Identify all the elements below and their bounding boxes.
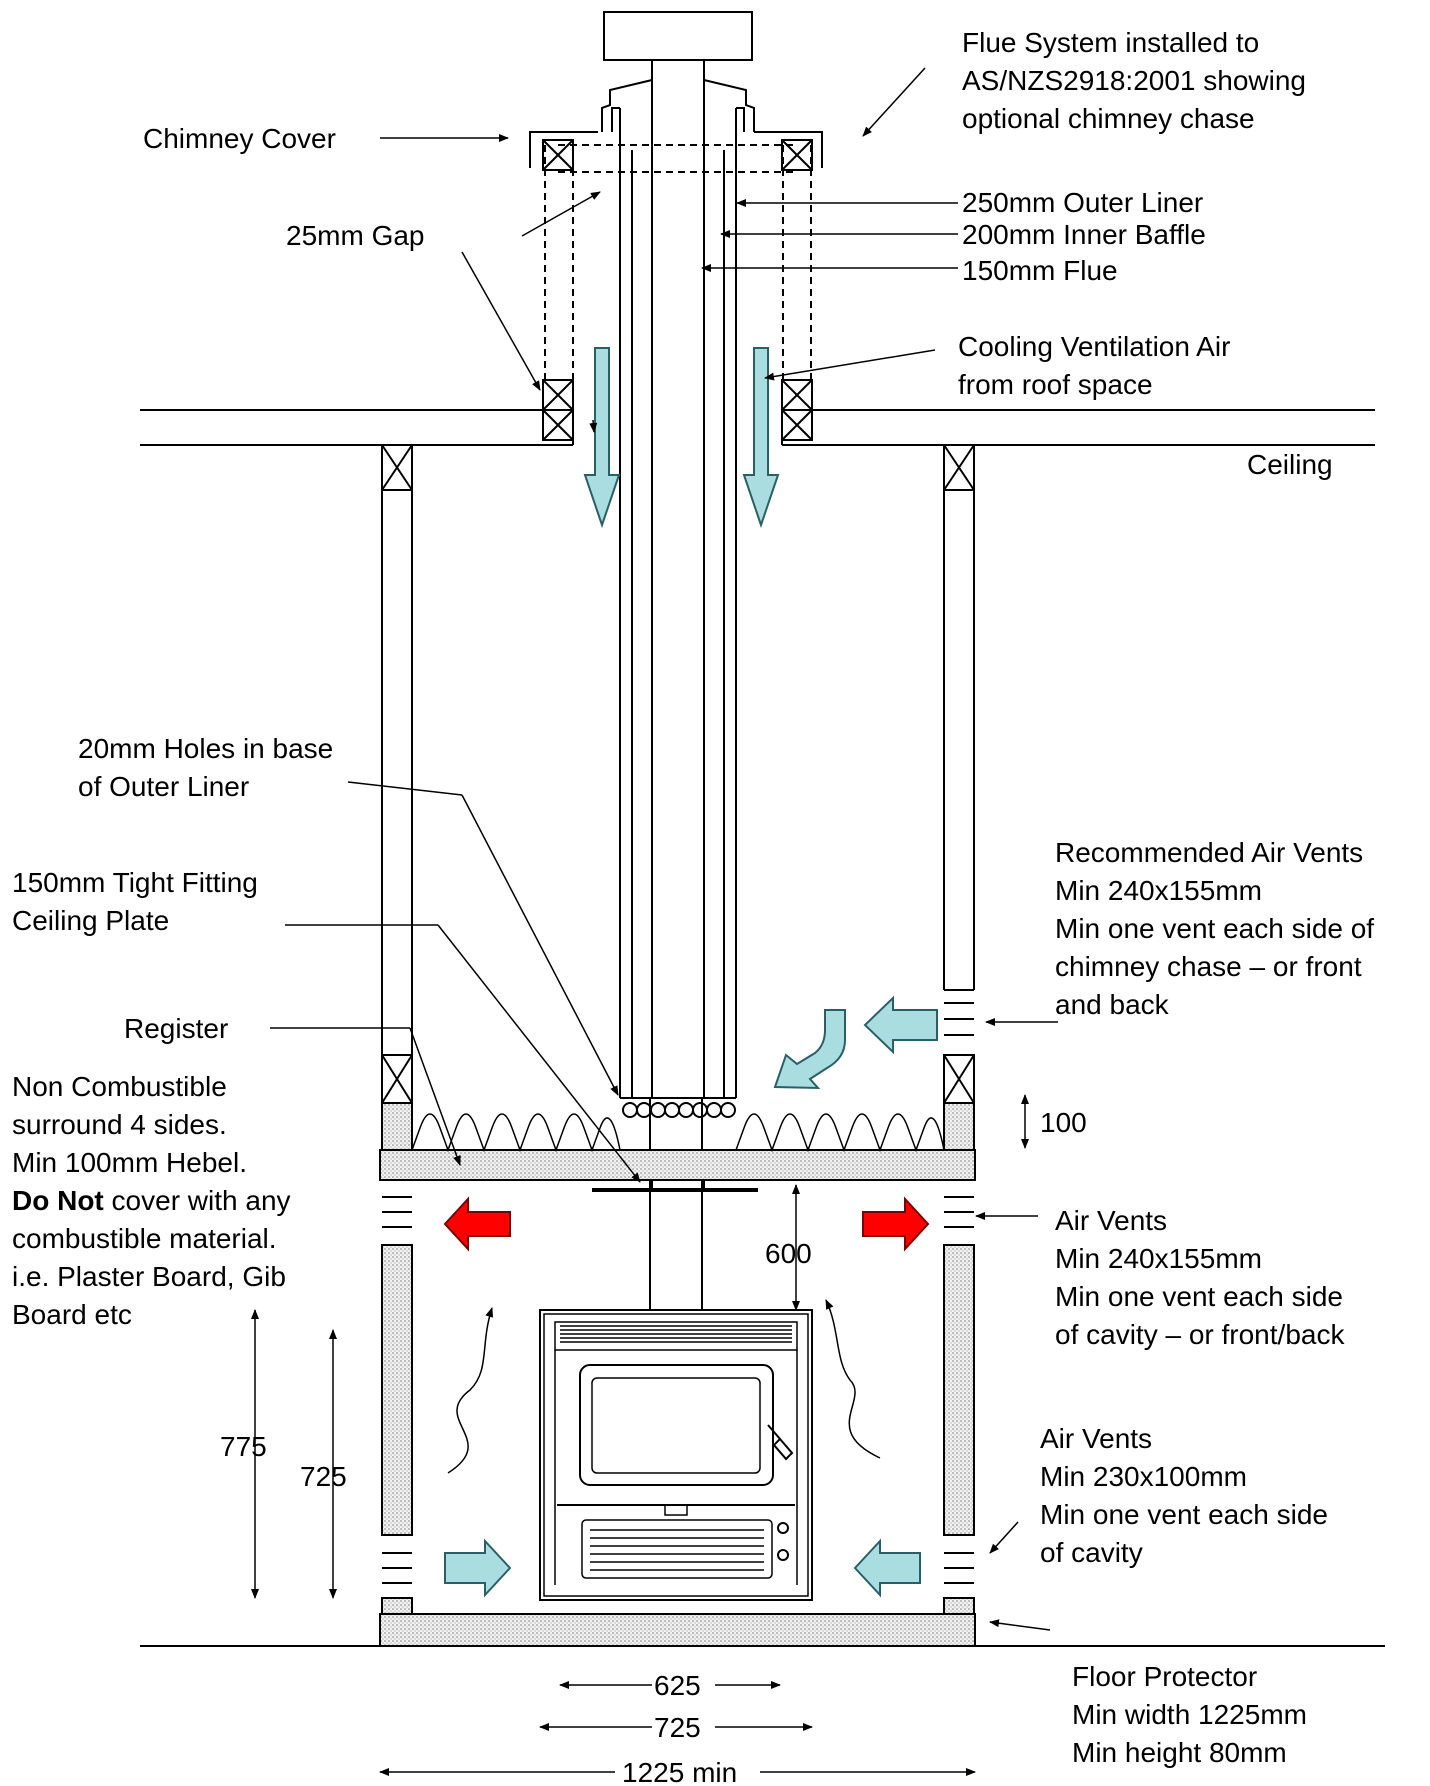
air-vents-mid-line3: Min one vent each side (1055, 1281, 1343, 1312)
vent-slats (382, 1002, 974, 1584)
air-vents-low-line3: Min one vent each side (1040, 1499, 1328, 1530)
surround-line7: Board etc (12, 1299, 132, 1330)
flue-pipes (619, 60, 737, 1310)
air-vents-low-line2: Min 230x100mm (1040, 1461, 1247, 1492)
convection-curls (447, 1299, 881, 1474)
surround-line2: surround 4 sides. (12, 1109, 227, 1140)
floor-protector-line2: Min width 1225mm (1072, 1699, 1307, 1730)
text-labels: Flue System installed to AS/NZS2918:2001… (12, 27, 1374, 1786)
recommended-vents-line3: Min one vent each side of (1055, 913, 1374, 944)
chimney-cover-label: Chimney Cover (143, 123, 336, 154)
dim-775: 775 (220, 1431, 267, 1462)
surround-line6: i.e. Plaster Board, Gib (12, 1261, 286, 1292)
dim-600: 600 (765, 1238, 812, 1269)
surround-line1: Non Combustible (12, 1071, 227, 1102)
holes-label-line1: 20mm Holes in base (78, 733, 333, 764)
ceiling-label: Ceiling (1247, 449, 1333, 480)
dim-100: 100 (1040, 1107, 1087, 1138)
flue-cowl-cap (601, 11, 755, 132)
floor-protector-line3: Min height 80mm (1072, 1737, 1287, 1768)
chimney-chase-dashed (544, 144, 812, 380)
ceiling-plate-label-line1: 150mm Tight Fitting (12, 867, 258, 898)
air-vents-mid-line2: Min 240x155mm (1055, 1243, 1262, 1274)
surround-line5: combustible material. (12, 1223, 277, 1254)
dim-1225: 1225 min (622, 1757, 737, 1786)
dim-725-width: 725 (654, 1712, 701, 1743)
gap-label: 25mm Gap (286, 220, 425, 251)
ceiling-plate (592, 1180, 758, 1192)
chase-walls (381, 490, 975, 1056)
wood-stove (539, 1309, 813, 1601)
do-not-bold: Do Not (12, 1185, 104, 1216)
air-vents-low-line4: of cavity (1040, 1537, 1143, 1568)
hebel-surround (379, 1102, 976, 1647)
surround-line4-rest: cover with any (104, 1185, 291, 1216)
holes-label-line2: of Outer Liner (78, 771, 249, 802)
cool-air-inlet-arrows (444, 995, 938, 1598)
cooling-air-label-line1: Cooling Ventilation Air (958, 331, 1230, 362)
floor-protector-line1: Floor Protector (1072, 1661, 1257, 1692)
cooling-air-label-line2: from roof space (958, 369, 1153, 400)
air-vents-low-line1: Air Vents (1040, 1423, 1152, 1454)
liner-holes (620, 1097, 736, 1118)
dim-725-height: 725 (300, 1461, 347, 1492)
ceiling-plate-label-line2: Ceiling Plate (12, 905, 169, 936)
ceiling-lines (140, 409, 1375, 446)
recommended-vents-line5: and back (1055, 989, 1170, 1020)
dimension-arrows (251, 1094, 1029, 1776)
insulation-batts (411, 1113, 945, 1153)
recommended-vents-line1: Recommended Air Vents (1055, 837, 1363, 868)
dim-625: 625 (654, 1670, 701, 1701)
air-vents-mid-line1: Air Vents (1055, 1205, 1167, 1236)
flue-system-label-line2: AS/NZS2918:2001 showing (962, 65, 1306, 96)
air-vents-mid-line4: of cavity – or front/back (1055, 1319, 1345, 1350)
inner-baffle-label: 200mm Inner Baffle (962, 219, 1206, 250)
hot-air-outlet-arrows (443, 1196, 930, 1252)
leader-lines (270, 67, 1058, 1631)
flue-system-label-line1: Flue System installed to (962, 27, 1259, 58)
surround-line4: Do Not cover with any (12, 1185, 291, 1216)
recommended-vents-line4: chimney chase – or front (1055, 951, 1362, 982)
surround-line3: Min 100mm Hebel. (12, 1147, 247, 1178)
outer-liner-label: 250mm Outer Liner (962, 187, 1203, 218)
timber-blocks (381, 139, 975, 1104)
recommended-vents-line2: Min 240x155mm (1055, 875, 1262, 906)
chimney-cover (529, 131, 823, 168)
cooling-air-down-arrows (583, 347, 780, 529)
flue-system-label-line3: optional chimney chase (962, 103, 1255, 134)
register-label: Register (124, 1013, 228, 1044)
flue-label: 150mm Flue (962, 255, 1118, 286)
